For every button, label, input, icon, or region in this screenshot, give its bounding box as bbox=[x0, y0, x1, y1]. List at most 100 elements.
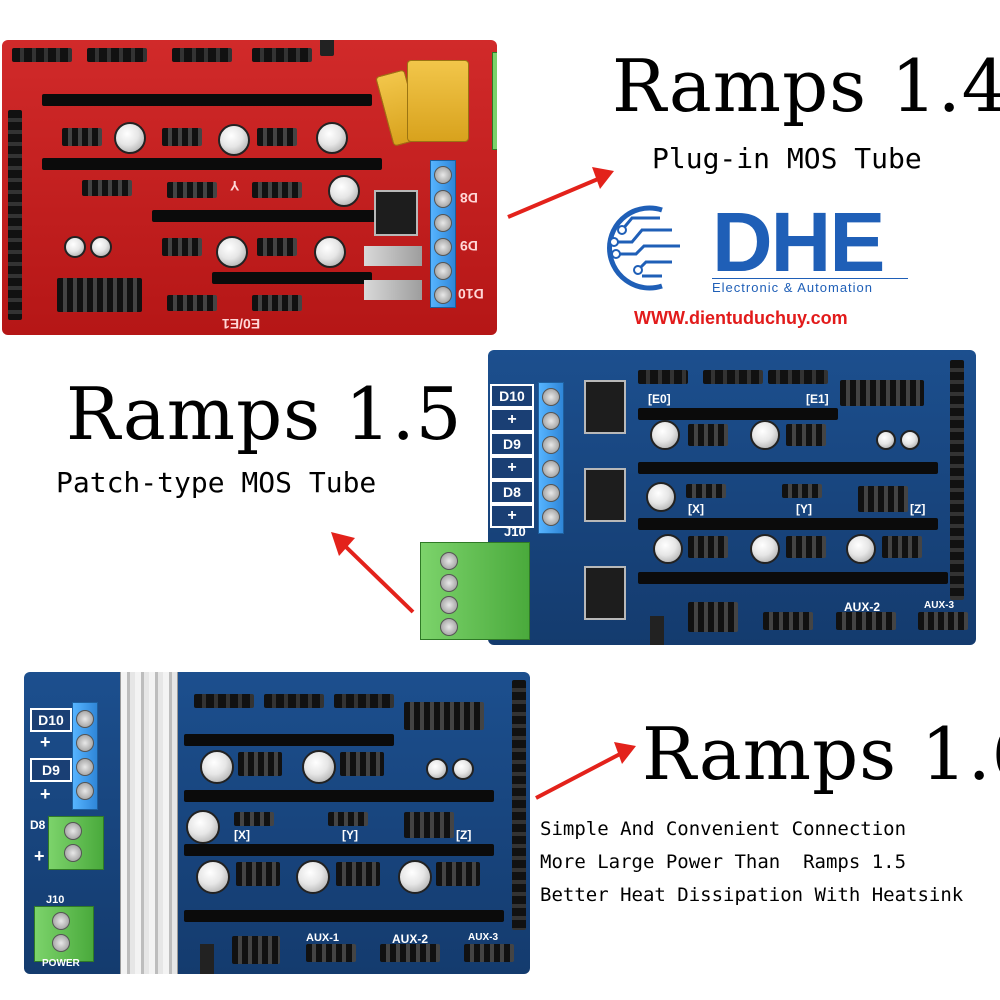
circuit-globe-icon bbox=[607, 205, 680, 291]
terminal-screw bbox=[434, 214, 452, 232]
pin-block bbox=[167, 295, 217, 311]
pin-block bbox=[786, 536, 826, 558]
board-label-x: [X] bbox=[688, 502, 704, 516]
capacitor bbox=[876, 430, 896, 450]
capacitor bbox=[426, 758, 448, 780]
pin-block bbox=[436, 862, 480, 886]
capacitor bbox=[650, 420, 680, 450]
reset-button bbox=[650, 616, 664, 645]
header-row bbox=[12, 48, 72, 62]
capacitor bbox=[646, 482, 676, 512]
board-label-aux1: AUX-1 bbox=[306, 932, 340, 944]
capacitor bbox=[900, 430, 920, 450]
pin-block bbox=[786, 424, 826, 446]
capacitor bbox=[64, 236, 86, 258]
capacitor bbox=[328, 175, 360, 207]
terminal-screw bbox=[76, 782, 94, 800]
terminal-screw bbox=[64, 844, 82, 862]
ramps-1-5-title: Ramps 1.5 bbox=[66, 372, 463, 456]
board-label-power: POWER bbox=[42, 958, 80, 969]
header-row bbox=[194, 694, 254, 708]
pin-block bbox=[688, 602, 738, 632]
socket-row bbox=[184, 844, 494, 856]
board-label-e0: [E0] bbox=[648, 392, 671, 406]
red-arrow-icon bbox=[331, 532, 415, 614]
board-label-y: [Y] bbox=[796, 502, 812, 516]
board-label-d10: D10 bbox=[490, 384, 534, 408]
mosfet-tab bbox=[364, 246, 422, 266]
pin-block bbox=[858, 486, 908, 512]
board-label-e1: [E1] bbox=[806, 392, 829, 406]
board-label-plus: + bbox=[490, 504, 534, 528]
mosfet-tab bbox=[364, 280, 422, 300]
board-label-y: Y bbox=[230, 178, 240, 194]
terminal-screw bbox=[434, 238, 452, 256]
board-label-plus: + bbox=[40, 732, 51, 752]
socket-row bbox=[184, 790, 494, 802]
capacitor bbox=[398, 860, 432, 894]
board-label-d9: D9 bbox=[490, 432, 534, 456]
capacitor bbox=[750, 534, 780, 564]
pin-block bbox=[404, 702, 484, 730]
terminal-screw bbox=[52, 912, 70, 930]
socket-row bbox=[42, 94, 372, 106]
socket-row bbox=[638, 518, 938, 530]
terminal-screw bbox=[76, 710, 94, 728]
socket-row bbox=[184, 734, 394, 746]
pin-block bbox=[82, 180, 132, 196]
pin-block bbox=[162, 238, 202, 256]
capacitor bbox=[296, 860, 330, 894]
board-label-d9: D9 bbox=[460, 238, 478, 254]
pin-block bbox=[306, 944, 356, 962]
mosfet bbox=[584, 380, 626, 434]
terminal-screw bbox=[440, 574, 458, 592]
mosfet bbox=[584, 468, 626, 522]
pin-block bbox=[57, 278, 142, 312]
pin-block bbox=[404, 812, 454, 838]
board-label-d9: D9 bbox=[30, 758, 72, 782]
board-label-z: [Z] bbox=[456, 828, 472, 842]
socket-row bbox=[212, 272, 372, 284]
terminal-screw bbox=[542, 508, 560, 526]
board-label-j10: J10 bbox=[46, 894, 65, 906]
pin-block bbox=[686, 484, 726, 498]
terminal-screw bbox=[440, 596, 458, 614]
green-power-terminal bbox=[420, 542, 530, 640]
ramps-1-4-subtitle: Plug-in MOS Tube bbox=[652, 142, 922, 175]
header-column bbox=[512, 680, 526, 930]
terminal-screw bbox=[52, 934, 70, 952]
pin-block bbox=[882, 536, 922, 558]
ramps-1-5-board-photo: D10 + D9 + D8 + J10 [E0] [E1] [X] [Y] [Z… bbox=[488, 350, 976, 645]
pin-block bbox=[252, 295, 302, 311]
ramps-1-4-title: Ramps 1.4 bbox=[612, 44, 1000, 128]
board-label-d10: D10 bbox=[458, 286, 484, 302]
socket-row bbox=[638, 572, 948, 584]
capacitor bbox=[846, 534, 876, 564]
ramps-1-6-feature-list: Simple And Convenient Connection More La… bbox=[540, 818, 963, 917]
board-label-aux2: AUX-2 bbox=[392, 932, 429, 946]
board-label-plus: + bbox=[34, 846, 45, 866]
terminal-screw bbox=[542, 460, 560, 478]
heatsink bbox=[120, 672, 178, 974]
dhe-logo-tagline: Electronic & Automation bbox=[712, 280, 874, 295]
header-row bbox=[172, 48, 232, 62]
board-label-plus: + bbox=[490, 408, 534, 432]
capacitor bbox=[218, 124, 250, 156]
board-label-d8: D8 bbox=[30, 818, 46, 832]
pin-block bbox=[62, 128, 102, 146]
pin-block bbox=[234, 812, 274, 826]
pin-block bbox=[328, 812, 368, 826]
pin-block bbox=[252, 182, 302, 198]
reset-button bbox=[200, 944, 214, 974]
terminal-screw bbox=[434, 190, 452, 208]
terminal-screw bbox=[440, 552, 458, 570]
pin-block bbox=[918, 612, 968, 630]
pin-block bbox=[840, 380, 924, 406]
ramps-1-6-board-photo: D10 + D9 + D8 + J10 POWER [X] [Y] [Z] AU… bbox=[24, 672, 530, 974]
pin-block bbox=[688, 536, 728, 558]
board-label-d8: D8 bbox=[460, 190, 478, 206]
pin-block bbox=[340, 752, 384, 776]
terminal-screw bbox=[76, 734, 94, 752]
header-row bbox=[703, 370, 763, 384]
feature-line: Better Heat Dissipation With Heatsink bbox=[540, 884, 964, 906]
